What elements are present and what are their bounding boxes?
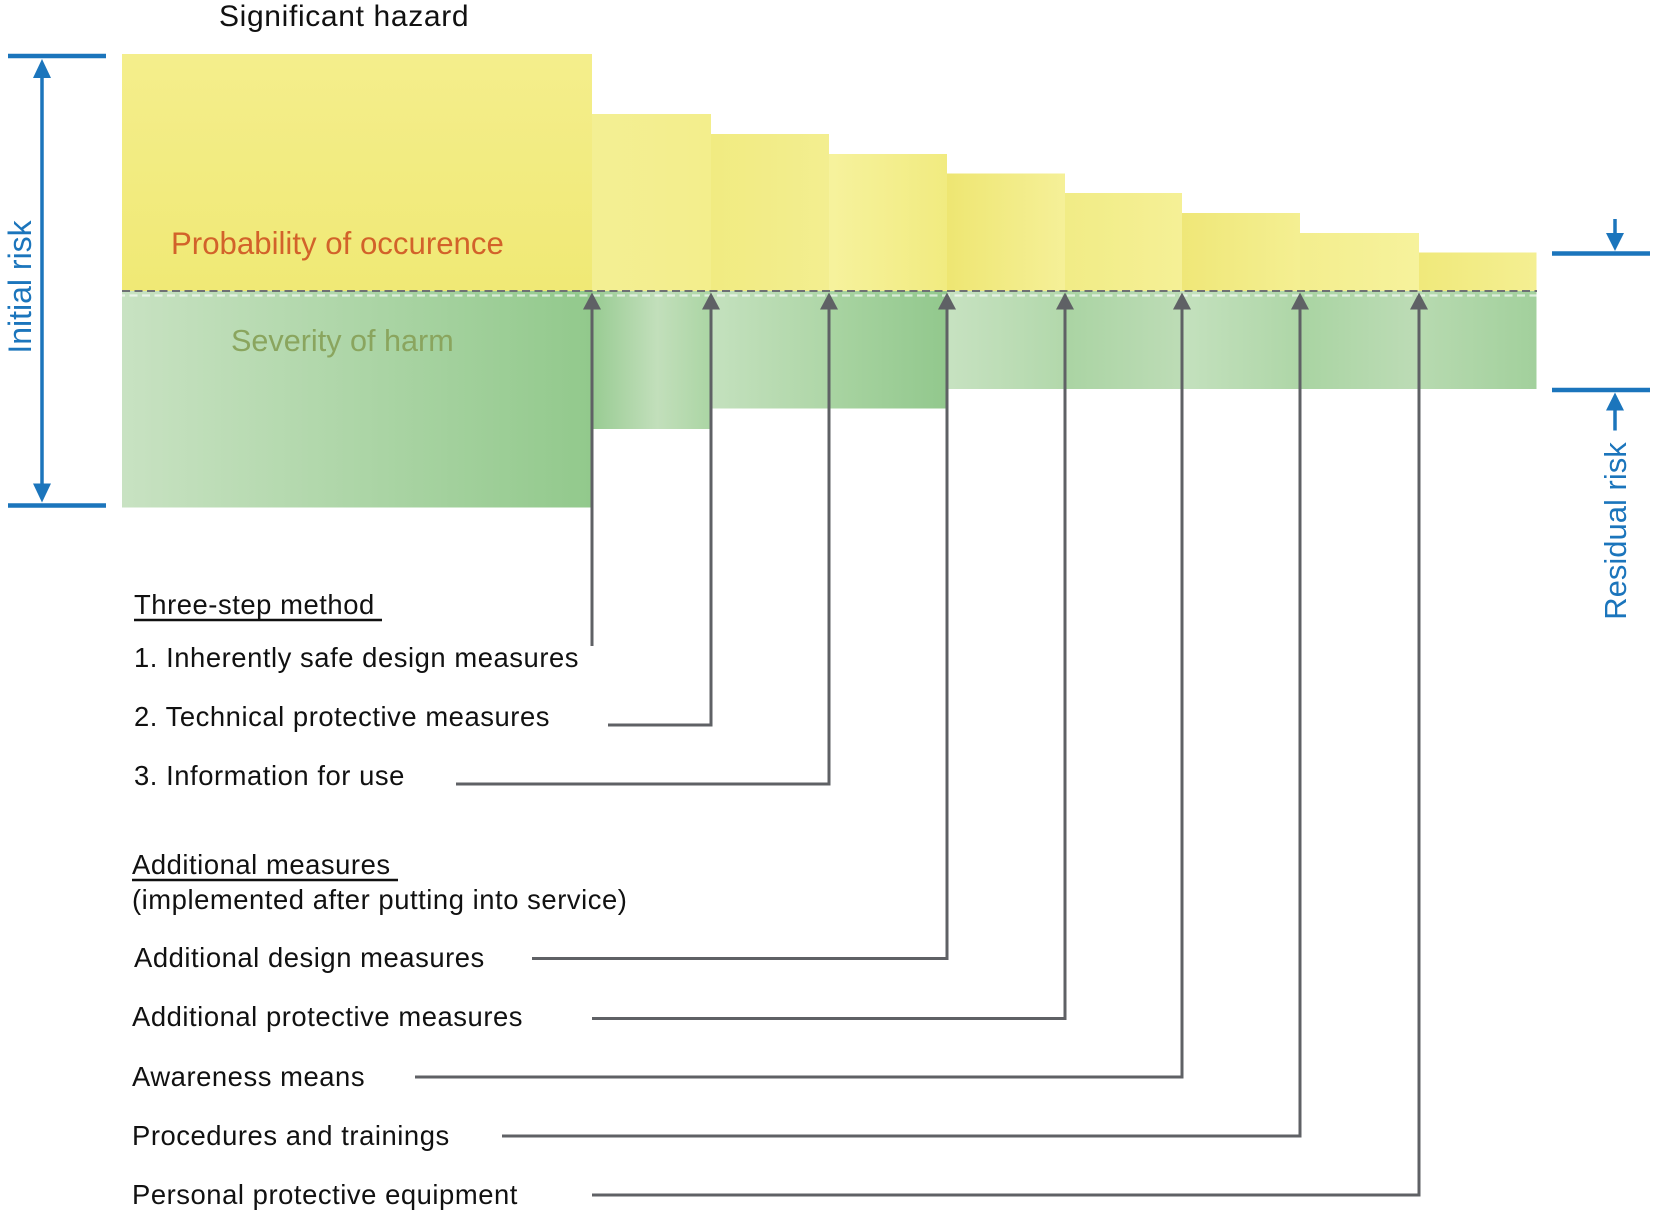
- svg-text:Severity of harm: Severity of harm: [231, 324, 454, 358]
- svg-text:2. Technical protective measur: 2. Technical protective measures: [134, 701, 550, 732]
- svg-text:Additional design measures: Additional design measures: [134, 942, 485, 973]
- svg-text:Residual risk: Residual risk: [1598, 442, 1633, 620]
- svg-text:Procedures and trainings: Procedures and trainings: [132, 1120, 450, 1151]
- svg-text:Additional measures: Additional measures: [132, 849, 391, 880]
- svg-text:Three-step method: Three-step method: [134, 589, 375, 620]
- svg-text:Significant hazard: Significant hazard: [219, 0, 469, 33]
- svg-text:Initial risk: Initial risk: [2, 219, 38, 353]
- svg-text:Additional protective measures: Additional protective measures: [132, 1001, 523, 1032]
- svg-text:1. Inherently safe design meas: 1. Inherently safe design measures: [134, 642, 579, 673]
- svg-text:3. Information for use: 3. Information for use: [134, 760, 405, 791]
- svg-text:Probability of occurence: Probability of occurence: [171, 226, 504, 261]
- svg-text:Awareness means: Awareness means: [132, 1061, 365, 1092]
- svg-text:Personal protective equipment: Personal protective equipment: [132, 1179, 518, 1210]
- svg-text:(implemented after putting int: (implemented after putting into service): [132, 884, 627, 915]
